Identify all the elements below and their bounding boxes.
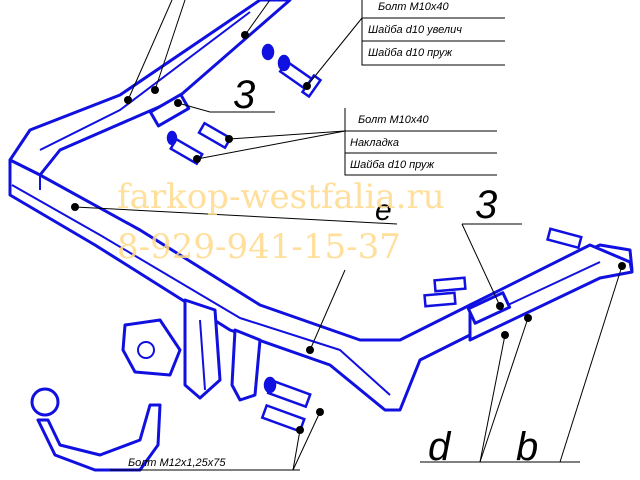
leader-lines — [74, 0, 623, 471]
callout-bottom-bolt: Болт M12x1,25x75 — [128, 457, 226, 469]
washer-bottom — [263, 376, 277, 394]
bolt-bottom-1 — [260, 403, 306, 433]
receiver-bracket — [230, 328, 262, 402]
bolt-right-top — [546, 227, 583, 250]
right-arm — [468, 243, 634, 342]
callout-top-washer-spring: Шайба d10 пруж — [368, 47, 453, 59]
callout-mid-washer-spring: Шайба d10 пруж — [350, 159, 435, 171]
bolt-right-2 — [433, 276, 467, 293]
tow-ball — [30, 387, 60, 417]
part-letter-b: b — [516, 425, 538, 469]
part-letter-three-left: 3 — [233, 73, 255, 117]
watermark-phone: 8-929-941-15-37 — [117, 227, 401, 267]
washer-top-b — [277, 54, 291, 72]
part-letter-d: d — [428, 425, 452, 469]
washer-mid — [166, 130, 178, 146]
callout-top-bolt: Болт M10x40 — [378, 1, 449, 13]
plate-right — [466, 291, 512, 325]
watermark-site: farkop-westfalia.ru — [117, 177, 445, 217]
part-letter-three-right: 3 — [475, 183, 497, 227]
callout-mid-plate: Накладка — [350, 137, 399, 149]
towbar-frame — [8, 0, 634, 472]
socket-plate — [121, 318, 182, 377]
washer-top-a — [261, 43, 275, 61]
tow-neck — [36, 403, 162, 472]
part-letter-e: e — [375, 194, 392, 227]
bolt-right-1 — [423, 291, 457, 308]
bolt-mid-1 — [197, 121, 233, 150]
callout-mid-bolt: Болт M10x40 — [358, 114, 429, 126]
callout-top-washer-large: Шайба d10 увелич — [368, 24, 462, 36]
